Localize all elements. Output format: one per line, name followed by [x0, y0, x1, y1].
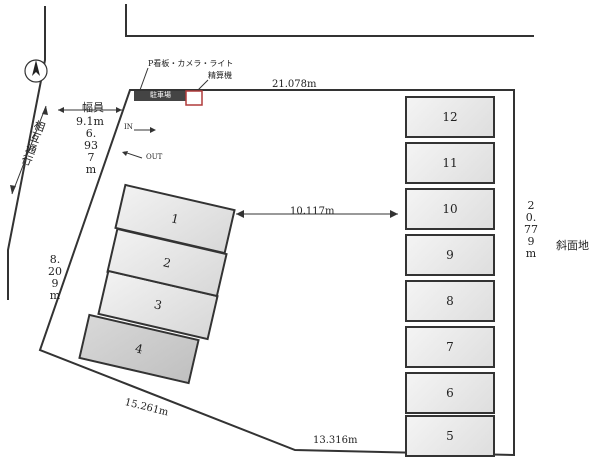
- north-arrow-icon: [32, 60, 40, 76]
- parking-lot-7: 7: [405, 326, 495, 368]
- aisle-dimension: 10.117m: [290, 206, 335, 217]
- left-entrance-dimension: 6.937m: [84, 127, 98, 176]
- in-arrow-icon: [150, 127, 156, 133]
- lot-number: 3: [152, 297, 164, 313]
- left-lower-dimension: 8.209m: [48, 253, 62, 302]
- top-dimension: 21.078m: [272, 79, 317, 90]
- width-label: 幅員: [82, 101, 104, 114]
- bottom-right-dimension: 13.316m: [313, 435, 358, 446]
- street-direction-line: [11, 105, 47, 195]
- right-dimension: 20.779m: [524, 199, 538, 260]
- parking-lot-10: 10: [405, 188, 495, 230]
- road-edge-left: [7, 6, 46, 300]
- sign-leader-line: [139, 67, 149, 91]
- sign-board: [134, 91, 188, 101]
- lot-number: 1: [169, 211, 181, 227]
- pay-machine-label: 精算機: [208, 71, 232, 80]
- parking-lot-5: 5: [405, 415, 495, 457]
- booth-label: 駐車場: [150, 91, 171, 99]
- out-arrow-icon: [122, 151, 128, 156]
- in-label: IN: [124, 123, 133, 131]
- width-value: 9.1m: [76, 115, 104, 128]
- parking-lot-12: 12: [405, 96, 495, 138]
- width-arrow-right-icon: [116, 107, 122, 113]
- out-label: OUT: [146, 153, 163, 161]
- pay-machine: [185, 90, 203, 106]
- lot-number: 6: [446, 386, 454, 400]
- road-edge-top: [125, 4, 534, 37]
- lot-number: 9: [446, 248, 454, 262]
- lot-number: 10: [442, 202, 458, 216]
- sign-label: P看板・カメラ・ライト: [148, 59, 234, 68]
- site-boundary: [38, 89, 515, 457]
- street-arrow-up-icon: [42, 106, 48, 115]
- slope-label: 斜面地: [556, 239, 589, 252]
- lot-number: 7: [446, 340, 454, 354]
- aisle-arrow-left-icon: [236, 210, 244, 218]
- aisle-arrow-right-icon: [390, 210, 398, 218]
- parking-lot-9: 9: [405, 234, 495, 276]
- street-arrow-down-icon: [10, 185, 16, 194]
- lot-number: 11: [442, 156, 458, 170]
- lot-number: 4: [133, 341, 145, 357]
- parking-lot-6: 6: [405, 372, 495, 414]
- pay-leader-line: [197, 79, 209, 91]
- width-arrow-left-icon: [58, 107, 64, 113]
- lot-number: 12: [442, 110, 458, 124]
- lot-number: 5: [446, 429, 454, 443]
- parking-lot-11: 11: [405, 142, 495, 184]
- lot-number: 2: [161, 255, 173, 271]
- lot-number: 8: [446, 294, 454, 308]
- parking-lot-8: 8: [405, 280, 495, 322]
